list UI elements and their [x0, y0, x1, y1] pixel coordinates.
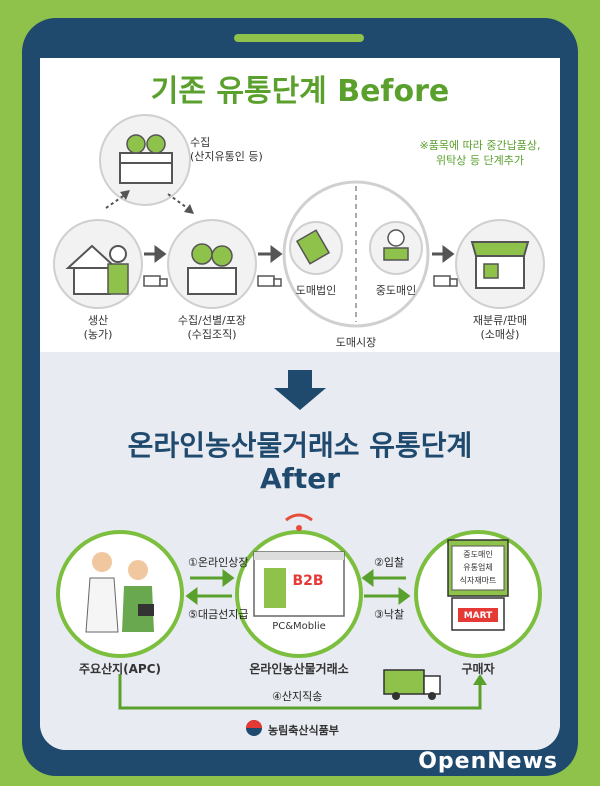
apc-label: 주요산지(APC)	[78, 662, 162, 676]
middle-wholesaler-label: 중도매인	[375, 284, 417, 297]
apc-circle	[56, 530, 184, 658]
step-3-label: ③낙찰	[374, 608, 405, 621]
direct-shipping-line	[118, 674, 482, 710]
note-line-1: ※품목에 따라 중간납품상,	[419, 139, 541, 152]
sorting-icon	[167, 219, 257, 309]
laptop-icon	[253, 513, 345, 617]
farmer-icon	[53, 219, 143, 309]
step-2-label: ②입찰	[374, 556, 405, 569]
note-line-2: 위탁상 등 단계추가	[436, 154, 524, 167]
collect-label: 수집 (산지유통인 등)	[190, 136, 290, 164]
diagram-graphics	[53, 114, 545, 736]
down-arrow-icon	[274, 370, 326, 410]
step-4-label: ④산지직송	[272, 690, 323, 703]
collect-sub: (산지유통인 등)	[190, 150, 263, 163]
wholesale-corp-label: 도매법인	[295, 284, 337, 297]
sorting-sub: (수집조직)	[187, 328, 237, 341]
wholesale-market-icon	[282, 180, 430, 328]
retail-title: 재분류/판매	[472, 314, 528, 327]
wifi-icon	[285, 513, 313, 522]
delivery-truck-icon	[383, 669, 441, 700]
phone-speaker	[234, 34, 364, 42]
mart-sign: MART	[463, 611, 493, 621]
step-5-label: ⑤대금선지급	[188, 608, 249, 621]
flow-arrows	[144, 245, 455, 263]
buyer-sign-line-3: 식자재마트	[459, 576, 497, 585]
dotted-arrow-up	[105, 193, 127, 209]
retail-label: 재분류/판매 (소매상)	[460, 314, 540, 342]
buyer-sign-line-1: 중도매인	[463, 550, 493, 559]
after-title: 온라인농산물거래소 유통단계	[127, 429, 473, 462]
producer-label: 생산 (농가)	[58, 314, 138, 342]
farmers-icon	[85, 552, 154, 633]
step-1-label: ①온라인상장	[188, 556, 249, 569]
truck-icon	[143, 275, 458, 287]
sorting-title: 수집/선별/포장	[177, 314, 247, 327]
before-note: ※품목에 따라 중간납품상, 위탁상 등 단계추가	[405, 138, 555, 168]
store-icon	[455, 219, 545, 309]
wholesale-market-label: 도매시장	[335, 336, 377, 349]
buyer-sign-line-2: 유통업체	[463, 563, 493, 572]
ministry-name: 농림축산식품부	[268, 724, 339, 737]
after-subtitle: After	[259, 462, 341, 495]
watermark: OpenNews	[418, 749, 558, 774]
pc-mobile-label: PC&Moblie	[272, 621, 326, 632]
collect-title: 수집	[190, 136, 211, 149]
sorting-label: 수집/선별/포장 (수집조직)	[162, 314, 262, 342]
buyer-label: 구매자	[461, 662, 495, 676]
exchange-label: 온라인농산물거래소	[249, 662, 349, 676]
collect-icon	[99, 114, 191, 206]
ministry-logo-icon	[246, 720, 262, 736]
retail-sub: (소매상)	[480, 328, 520, 341]
mart-building-icon	[447, 539, 509, 631]
producer-title: 생산	[87, 314, 109, 327]
before-title: 기존 유통단계 Before	[150, 74, 450, 109]
producer-sub: (농가)	[83, 328, 113, 341]
infographic-screen: 기존 유통단계 Before ※품목에 따라 중간납품상, 위탁상 등 단계추가	[40, 58, 560, 750]
exchange-arrows	[185, 569, 411, 605]
b2b-label: B2B	[292, 573, 324, 589]
dotted-arrow-down	[167, 193, 191, 211]
buyer-sign: 중도매인 유통업체 식자재마트	[452, 548, 504, 587]
